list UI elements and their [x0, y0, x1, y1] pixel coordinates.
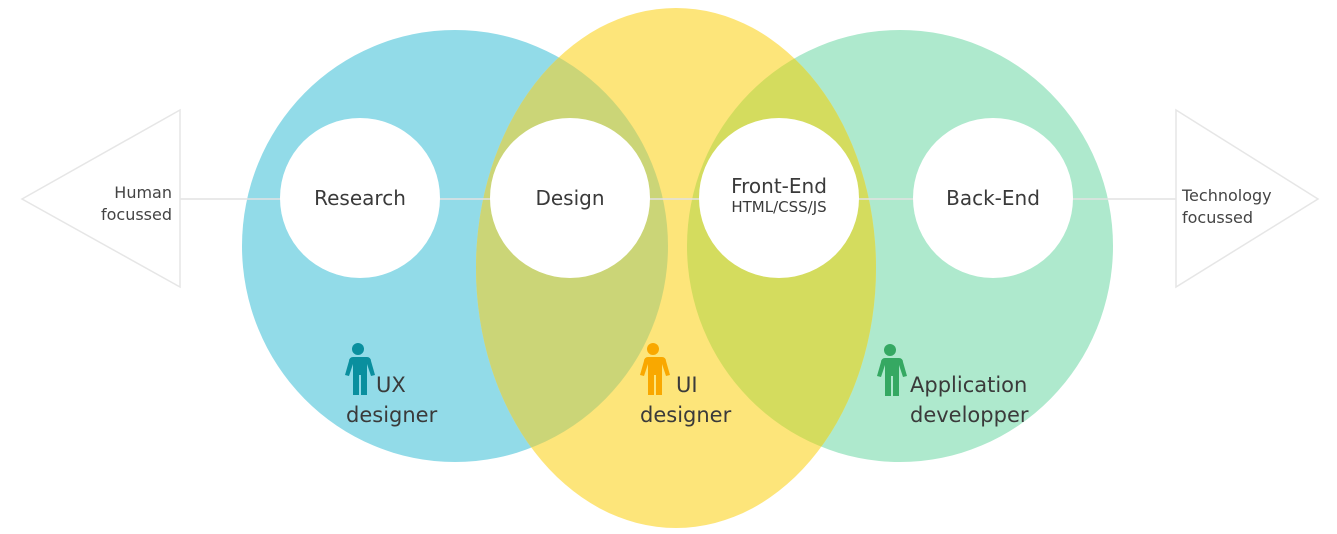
- ux-person-icon: [345, 343, 375, 395]
- role-dev-line2: developper: [910, 403, 1029, 427]
- back-end-circle: [913, 118, 1073, 278]
- role-ui-line1: UI: [676, 373, 698, 397]
- stage-back-end: Back-End: [946, 186, 1040, 210]
- stage-front-end: Front-End HTML/CSS/JS: [699, 174, 859, 216]
- role-ux: UX designer: [346, 370, 437, 430]
- role-dev-line1: Application: [910, 373, 1028, 397]
- role-ux-line1: UX: [376, 373, 406, 397]
- role-ui-line2: designer: [640, 403, 732, 427]
- left-label-line1: Human: [114, 183, 172, 202]
- role-ui: UI designer: [640, 370, 731, 430]
- left-arrow-triangle: [20, 108, 181, 289]
- front-end-circle: [699, 118, 859, 278]
- front-end-label: Front-End: [731, 174, 827, 198]
- role-ux-line2: designer: [346, 403, 438, 427]
- ui-person-icon: [640, 343, 670, 395]
- technology-focussed-label: Technology focussed: [1182, 185, 1302, 229]
- human-focussed-label: Human focussed: [60, 182, 172, 226]
- stage-design: Design: [535, 186, 605, 210]
- right-label-line2: focussed: [1182, 208, 1254, 227]
- dev-person-icon: [877, 344, 907, 396]
- right-arrow-triangle: [1175, 108, 1320, 289]
- front-end-sublabel: HTML/CSS/JS: [731, 198, 827, 216]
- role-dev: Application developper: [910, 370, 1029, 430]
- left-label-line2: focussed: [100, 205, 172, 224]
- research-circle: [280, 118, 440, 278]
- design-circle: [490, 118, 650, 278]
- stage-research: Research: [314, 186, 406, 210]
- right-label-line1: Technology: [1182, 186, 1272, 205]
